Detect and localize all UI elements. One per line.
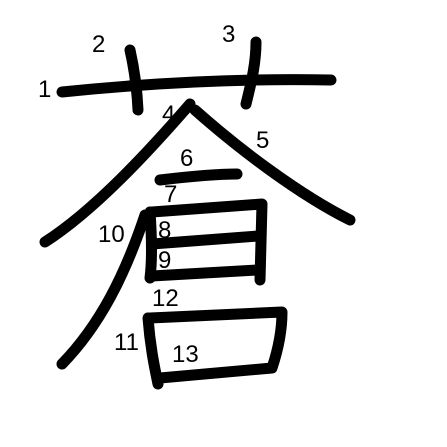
stroke-1 bbox=[56, 74, 337, 98]
stroke-11 bbox=[56, 209, 151, 370]
stroke-2 bbox=[124, 44, 144, 116]
stroke-number-9: 9 bbox=[158, 247, 171, 274]
stroke-number-12: 12 bbox=[152, 285, 179, 312]
character-strokes bbox=[39, 36, 356, 390]
stroke-number-7: 7 bbox=[164, 181, 177, 208]
stroke-13 bbox=[144, 306, 288, 384]
stroke-8 bbox=[146, 198, 268, 286]
stroke-4 bbox=[39, 98, 196, 248]
stroke-number-4: 4 bbox=[162, 101, 175, 128]
stroke-number-5: 5 bbox=[256, 127, 269, 154]
stroke-numbers: 1 2 3 4 5 6 7 8 9 10 11 12 13 bbox=[38, 21, 269, 368]
stroke-10 bbox=[146, 264, 264, 282]
stroke-3 bbox=[240, 36, 262, 110]
stroke-6 bbox=[154, 168, 243, 186]
stroke-number-2: 2 bbox=[92, 31, 105, 58]
stroke-number-1: 1 bbox=[38, 76, 51, 103]
stroke-5 bbox=[189, 104, 356, 226]
stroke-number-10: 10 bbox=[98, 221, 125, 248]
stroke-number-11: 11 bbox=[114, 329, 139, 356]
stroke-number-3: 3 bbox=[222, 21, 235, 48]
stroke-number-8: 8 bbox=[158, 217, 171, 244]
stroke-number-6: 6 bbox=[180, 145, 193, 172]
stroke-9 bbox=[146, 230, 264, 250]
stroke-number-13: 13 bbox=[172, 341, 199, 368]
